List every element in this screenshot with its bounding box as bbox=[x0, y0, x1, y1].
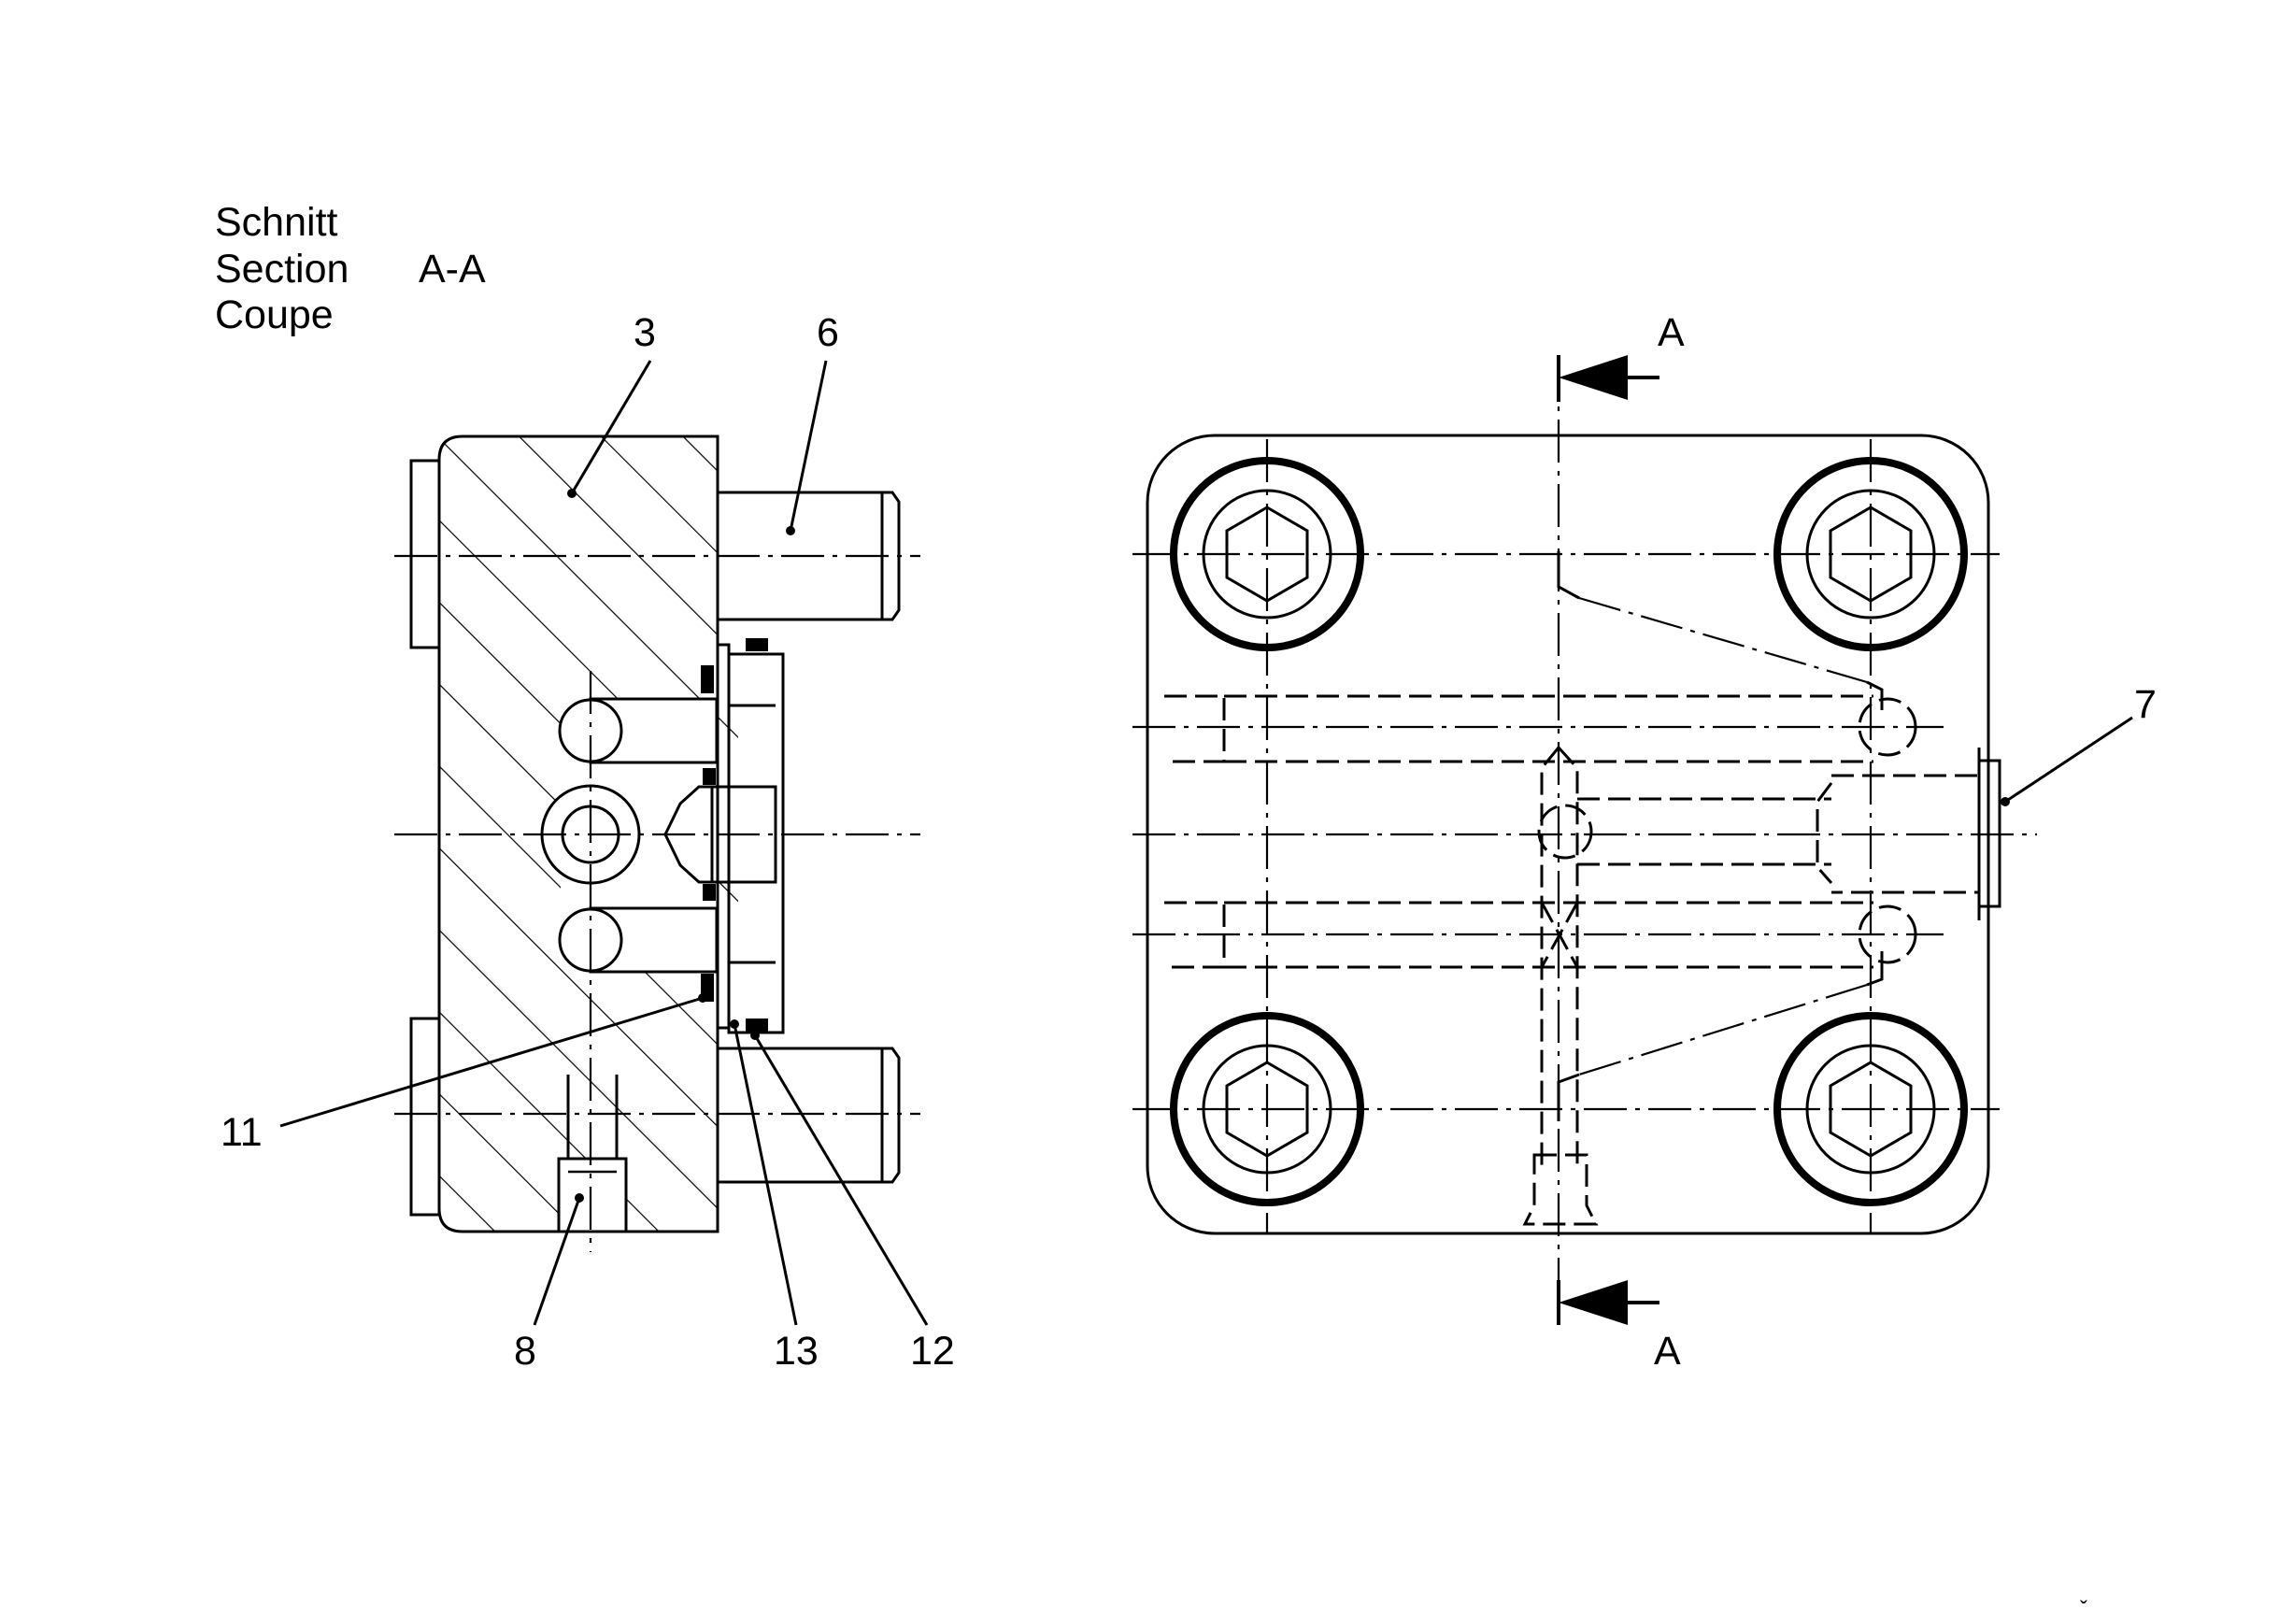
seal-center-b bbox=[703, 884, 716, 901]
part-label-3: 3 bbox=[634, 310, 656, 355]
leader-6 bbox=[789, 360, 828, 532]
section-path-upper bbox=[1578, 596, 1868, 684]
title-line-de: Schnitt bbox=[215, 200, 338, 245]
leader-8 bbox=[533, 1197, 581, 1326]
leader-3 bbox=[570, 360, 652, 494]
section-mark-bottom-label: A bbox=[1654, 1329, 1681, 1374]
left-flange-top bbox=[409, 459, 441, 649]
section-path-lower bbox=[1578, 983, 1868, 1076]
part-label-11: 11 bbox=[221, 1110, 263, 1155]
section-arrow-bottom bbox=[1559, 1280, 1628, 1325]
title-section-id: A-A bbox=[419, 247, 486, 292]
section-jog-upper-right bbox=[1866, 680, 1884, 710]
leaders bbox=[279, 360, 2133, 1326]
part-label-7: 7 bbox=[2134, 682, 2157, 727]
leader-8-dot bbox=[575, 1193, 584, 1203]
section-jog-top bbox=[1557, 551, 1580, 600]
leader-13 bbox=[733, 1023, 798, 1326]
section-arrow-top bbox=[1559, 355, 1628, 400]
section-view-a-a bbox=[394, 434, 920, 1252]
leader-12 bbox=[753, 1034, 929, 1326]
section-jog-bottom bbox=[1557, 1073, 1580, 1121]
top-view: A A bbox=[1132, 310, 2037, 1374]
section-mark-top-label: A bbox=[1658, 310, 1685, 355]
seal-center-a bbox=[703, 768, 716, 785]
leader-7 bbox=[2004, 716, 2133, 804]
seal-lower-12 bbox=[746, 1019, 768, 1032]
body-hatched-section bbox=[439, 436, 738, 1232]
leader-3-dot bbox=[567, 489, 577, 498]
part-label-12: 12 bbox=[910, 1329, 955, 1374]
left-flange-bottom bbox=[409, 1017, 441, 1217]
port-8-plug bbox=[557, 1157, 628, 1233]
leader-11 bbox=[279, 996, 704, 1128]
leader-11-dot bbox=[698, 993, 707, 1003]
part-label-8: 8 bbox=[514, 1329, 536, 1374]
leader-12-dot bbox=[750, 1031, 760, 1040]
corner-mark: ˇ bbox=[2080, 1597, 2087, 1622]
leader-7-dot bbox=[2001, 797, 2010, 806]
part-labels: 3 6 7 8 11 12 13 bbox=[221, 310, 2157, 1374]
section-jog-lower-right bbox=[1866, 951, 1884, 987]
seal-upper-12 bbox=[746, 638, 768, 651]
part-label-13: 13 bbox=[774, 1329, 819, 1374]
oring-upper-a bbox=[701, 665, 714, 693]
leader-6-dot bbox=[786, 526, 795, 535]
title-line-en: Section bbox=[215, 247, 349, 292]
part-label-6: 6 bbox=[817, 310, 839, 355]
title-line-fr: Coupe bbox=[215, 292, 334, 337]
bolt-bottom bbox=[718, 1047, 901, 1184]
leader-13-dot bbox=[730, 1019, 739, 1029]
section-title: Schnitt Section Coupe A-A bbox=[215, 200, 486, 337]
